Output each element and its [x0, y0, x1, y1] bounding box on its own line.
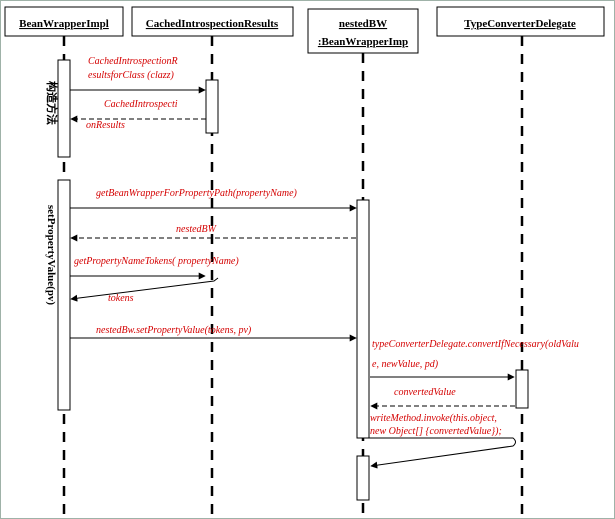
activation-typeconverterdelegate — [515, 369, 529, 409]
message-for-class-line2: esultsforClass (clazz) — [88, 70, 175, 81]
message-convert-line2: e, newValue, pd) — [372, 359, 439, 370]
activation-nestedbw-selfcall — [356, 455, 370, 501]
lifeline-subtitle: :BeanWrapperImp — [318, 36, 408, 48]
message-get-bean-wrapper: getBeanWrapperForPropertyPath(propertyNa… — [96, 188, 298, 199]
message-set-property-value: nestedBw.setPropertyValue(tokens, pv) — [96, 325, 252, 336]
message-get-tokens: getPropertyNameTokens( propertyName) — [74, 256, 239, 267]
lifeline-title: TypeConverterDelegate — [464, 18, 576, 30]
side-label-set-property-value: setPropertyValue(pv) — [45, 205, 57, 306]
message-write-method-line1: writeMethod.invoke(this.object, — [370, 413, 497, 424]
message-write-method-line2: new Object[] {convertedValue}); — [370, 426, 502, 437]
lifeline-title: nestedBW — [339, 18, 387, 30]
activation-cachedintrospection — [205, 79, 219, 134]
message-tokens-return: tokens — [108, 293, 134, 304]
message-nested-bw-return: nestedBW — [176, 224, 218, 235]
message-cached-return-line1: CachedIntrospecti — [104, 99, 178, 110]
message-arrow-write-method — [369, 437, 516, 469]
activation-beanwrapperimpl-setpropertyvalue — [57, 179, 71, 411]
message-convert-line1: typeConverterDelegate.convertIfNecessary… — [372, 339, 579, 350]
lifeline-title: BeanWrapperImpl — [19, 18, 109, 30]
lifeline-head-beanwrapperimpl: BeanWrapperImpl — [4, 6, 124, 37]
message-converted-return: convertedValue — [394, 387, 456, 398]
lifeline-head-cachedintrospectionresults: CachedIntrospectionResults — [131, 6, 294, 37]
message-arrow-tokens-return — [70, 277, 219, 302]
message-for-class-line1: CachedIntrospectionR — [88, 56, 178, 67]
activation-beanwrapperimpl-constructor — [57, 59, 71, 158]
side-label-constructor: 构造方法 — [45, 81, 59, 125]
lifeline-head-typeconverterdelegate: TypeConverterDelegate — [436, 6, 605, 37]
message-cached-return-line2: onResults — [86, 120, 125, 131]
lifeline-title: CachedIntrospectionResults — [146, 18, 279, 30]
lifeline-head-nestedbw: nestedBW :BeanWrapperImp — [307, 8, 419, 54]
activation-nestedbw — [356, 199, 370, 439]
